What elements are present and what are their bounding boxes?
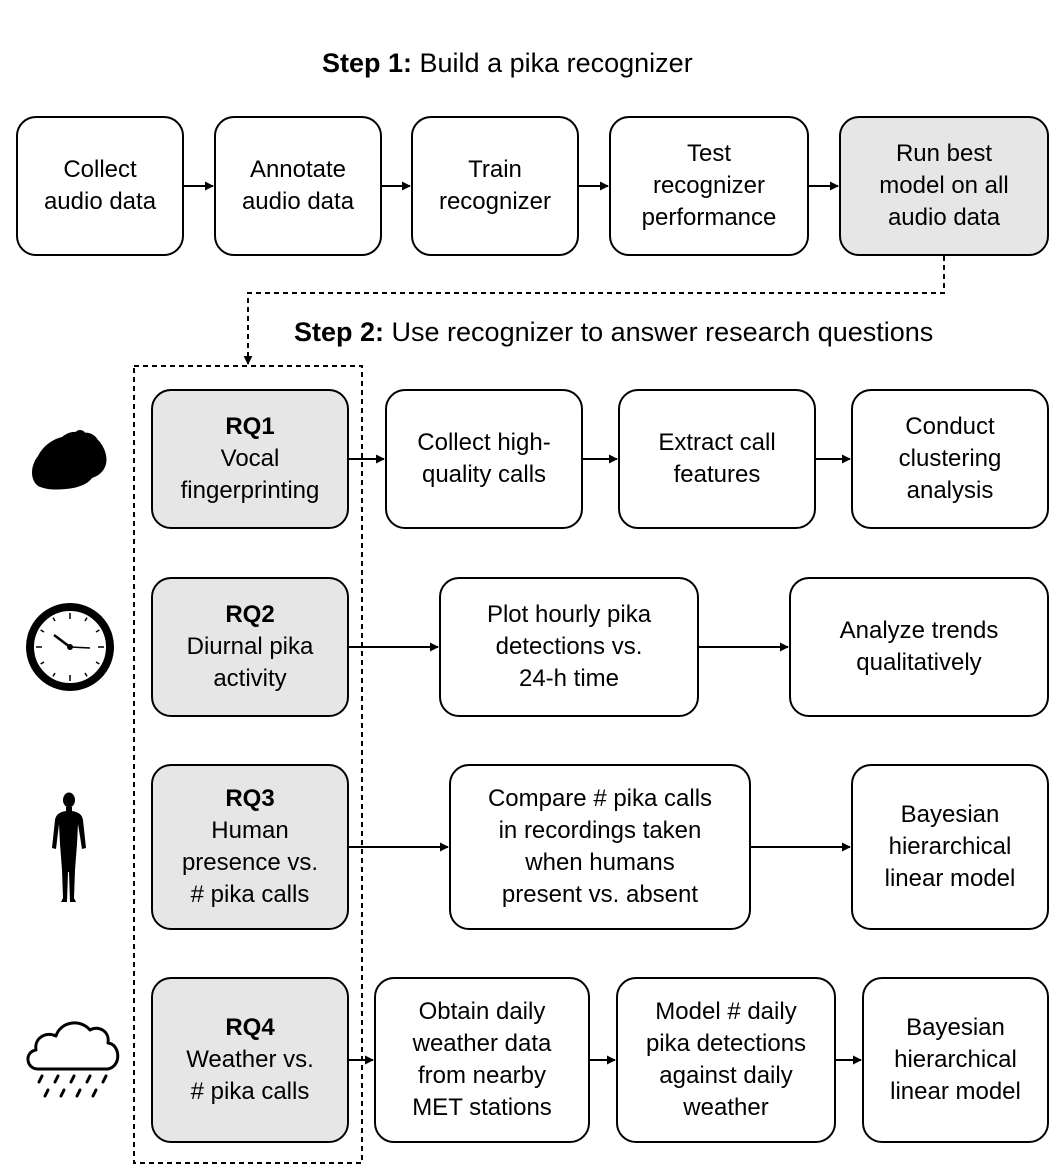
rq-id: RQ3 <box>225 785 275 812</box>
step2-text: Use recognizer to answer research questi… <box>384 317 934 347</box>
box-line: from nearby <box>417 1062 547 1089</box>
rq3-step-bayesian-model: Bayesian hierarchical linear model <box>851 764 1049 930</box>
box-line: Annotate <box>249 156 347 183</box>
rq4-step-obtain-weather: Obtain daily weather data from nearby ME… <box>374 977 590 1143</box>
step1-heading: Step 1: Build a pika recognizer <box>322 50 693 77</box>
rain-cloud-icon <box>26 1021 120 1098</box>
box-line: Conduct <box>905 413 995 440</box>
box-line: Test <box>686 140 731 167</box>
box-line: audio data <box>43 188 157 215</box>
pipeline-box-train: Train recognizer <box>411 116 579 256</box>
box-line: Human <box>211 817 289 844</box>
step1-text: Build a pika recognizer <box>412 48 693 78</box>
box-line: audio data <box>887 204 1001 231</box>
box-line: features <box>673 461 761 488</box>
box-line: Bayesian <box>906 1014 1005 1041</box>
box-line: analysis <box>906 477 994 504</box>
box-line: Weather vs. <box>186 1046 314 1073</box>
box-line: model on all <box>879 172 1009 199</box>
box-line: clustering <box>898 445 1002 472</box>
box-line: Plot hourly pika <box>486 601 652 628</box>
rq4-box: RQ4 Weather vs. # pika calls <box>151 977 349 1143</box>
box-line: against daily <box>659 1062 793 1089</box>
box-line: linear model <box>890 1078 1021 1105</box>
pipeline-box-annotate: Annotate audio data <box>214 116 382 256</box>
box-line: Collect high- <box>417 429 551 456</box>
step1-label: Step 1: <box>322 48 413 78</box>
box-line: recognizer <box>652 172 766 199</box>
box-line: Train <box>468 156 522 183</box>
box-line: in recordings taken <box>498 817 702 844</box>
step2-label: Step 2: <box>294 317 385 347</box>
box-line: linear model <box>884 865 1016 892</box>
rq3-box: RQ3 Human presence vs. # pika calls <box>151 764 349 930</box>
box-line: Vocal <box>220 445 280 472</box>
pipeline-box-collect: Collect audio data <box>16 116 184 256</box>
clock-icon <box>26 603 114 691</box>
box-line: Run best <box>895 140 993 167</box>
box-line: when humans <box>525 849 675 876</box>
box-line: weather data <box>412 1030 552 1057</box>
box-line: MET stations <box>412 1094 552 1121</box>
box-line: hierarchical <box>894 1046 1017 1073</box>
rq3-step-compare-calls: Compare # pika calls in recordings taken… <box>449 764 751 930</box>
box-line: hierarchical <box>888 833 1012 860</box>
box-line: detections vs. <box>495 633 643 660</box>
pika-icon <box>32 430 107 490</box>
box-line: Compare # pika calls <box>487 785 713 812</box>
box-line: # pika calls <box>190 1078 310 1105</box>
box-line: present vs. absent <box>501 881 699 908</box>
rq1-step-clustering: Conduct clustering analysis <box>851 389 1049 529</box>
box-line: Model # daily <box>655 998 797 1025</box>
rq1-step-collect-calls: Collect high- quality calls <box>385 389 583 529</box>
box-line: # pika calls <box>190 881 310 908</box>
box-line: Bayesian <box>900 801 1000 828</box>
rq2-box: RQ2 Diurnal pika activity <box>151 577 349 717</box>
rq-id: RQ1 <box>225 413 275 440</box>
rq1-box: RQ1 Vocal fingerprinting <box>151 389 349 529</box>
box-line: Analyze trends <box>839 617 999 644</box>
box-line: Diurnal pika <box>186 633 314 660</box>
rq-id: RQ2 <box>225 601 275 628</box>
box-line: fingerprinting <box>180 477 320 504</box>
pipeline-box-test: Test recognizer performance <box>609 116 809 256</box>
box-line: Collect <box>63 156 137 183</box>
box-line: performance <box>641 204 777 231</box>
human-icon <box>52 792 86 902</box>
box-line: 24-h time <box>518 665 620 692</box>
box-line: qualitatively <box>856 649 982 676</box>
rq-id: RQ4 <box>225 1014 275 1041</box>
box-line: Obtain daily <box>418 998 546 1025</box>
pipeline-box-run-best-model: Run best model on all audio data <box>839 116 1049 256</box>
box-line: audio data <box>241 188 355 215</box>
box-line: weather <box>683 1094 769 1121</box>
rq4-step-model-detections: Model # daily pika detections against da… <box>616 977 836 1143</box>
rq2-step-analyze-trends: Analyze trends qualitatively <box>789 577 1049 717</box>
box-line: activity <box>213 665 287 692</box>
box-line: Extract call <box>658 429 776 456</box>
box-line: recognizer <box>438 188 552 215</box>
step2-heading: Step 2: Use recognizer to answer researc… <box>294 319 933 346</box>
dashed-link <box>243 256 945 365</box>
box-line: pika detections <box>645 1030 807 1057</box>
box-line: presence vs. <box>181 849 319 876</box>
rq1-step-extract-features: Extract call features <box>618 389 816 529</box>
box-line: quality calls <box>421 461 547 488</box>
rq4-step-bayesian-model: Bayesian hierarchical linear model <box>862 977 1049 1143</box>
rq2-step-plot-detections: Plot hourly pika detections vs. 24-h tim… <box>439 577 699 717</box>
